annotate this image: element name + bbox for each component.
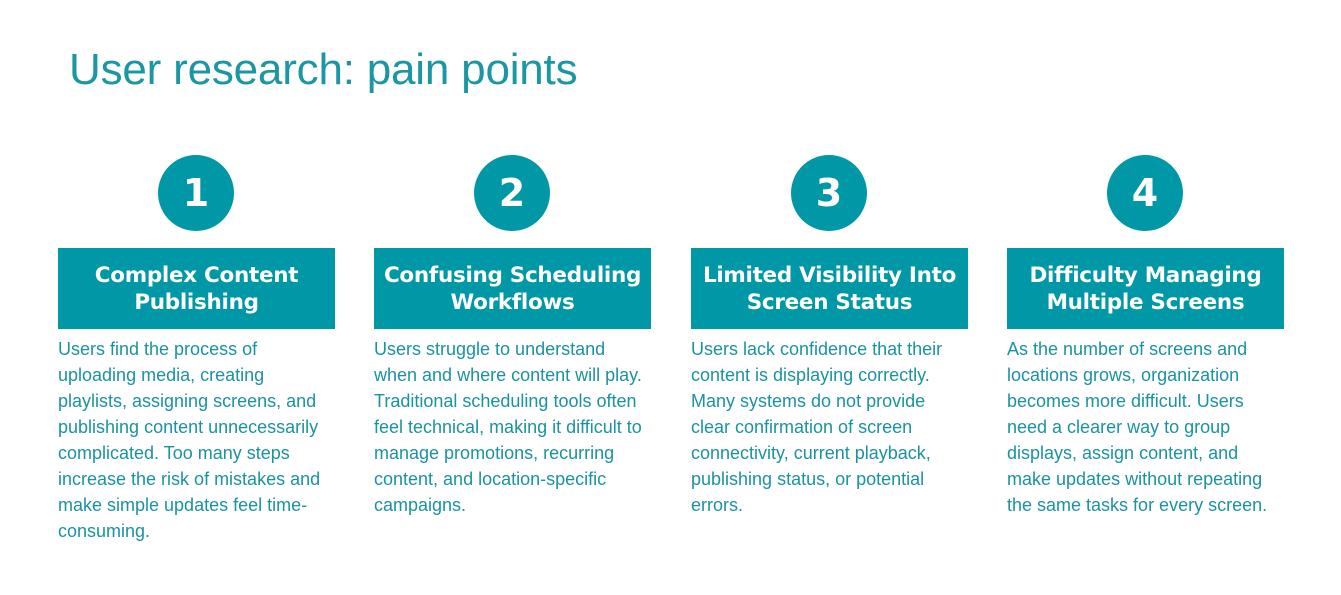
pain-point-description: Users struggle to understand when and wh… bbox=[374, 339, 642, 515]
number-badge: 3 bbox=[791, 155, 867, 231]
number-badge: 4 bbox=[1107, 155, 1183, 231]
heading-box: Complex Content Publishing bbox=[58, 248, 335, 329]
pain-point-heading: Difficulty Managing Multiple Screens bbox=[1029, 262, 1262, 315]
pain-point-heading: Complex Content Publishing bbox=[94, 262, 299, 315]
pain-points-grid: 1 Complex Content Publishing Users find … bbox=[58, 155, 1284, 575]
page-title: User research: pain points bbox=[69, 45, 578, 94]
heading-box: Limited Visibility Into Screen Status bbox=[691, 248, 968, 329]
pain-point-description: Users find the process of uploading medi… bbox=[58, 339, 321, 541]
heading-box: Difficulty Managing Multiple Screens bbox=[1007, 248, 1284, 329]
pain-point-description: Users lack confidence that their content… bbox=[691, 339, 943, 515]
number-badge: 1 bbox=[158, 155, 234, 231]
heading-box: Confusing Scheduling Workflows bbox=[374, 248, 651, 329]
pain-point-description: As the number of screens and locations g… bbox=[1007, 339, 1268, 515]
number-badge: 2 bbox=[474, 155, 550, 231]
pain-point-heading: Confusing Scheduling Workflows bbox=[383, 262, 642, 315]
pain-point-heading: Limited Visibility Into Screen Status bbox=[702, 262, 957, 315]
